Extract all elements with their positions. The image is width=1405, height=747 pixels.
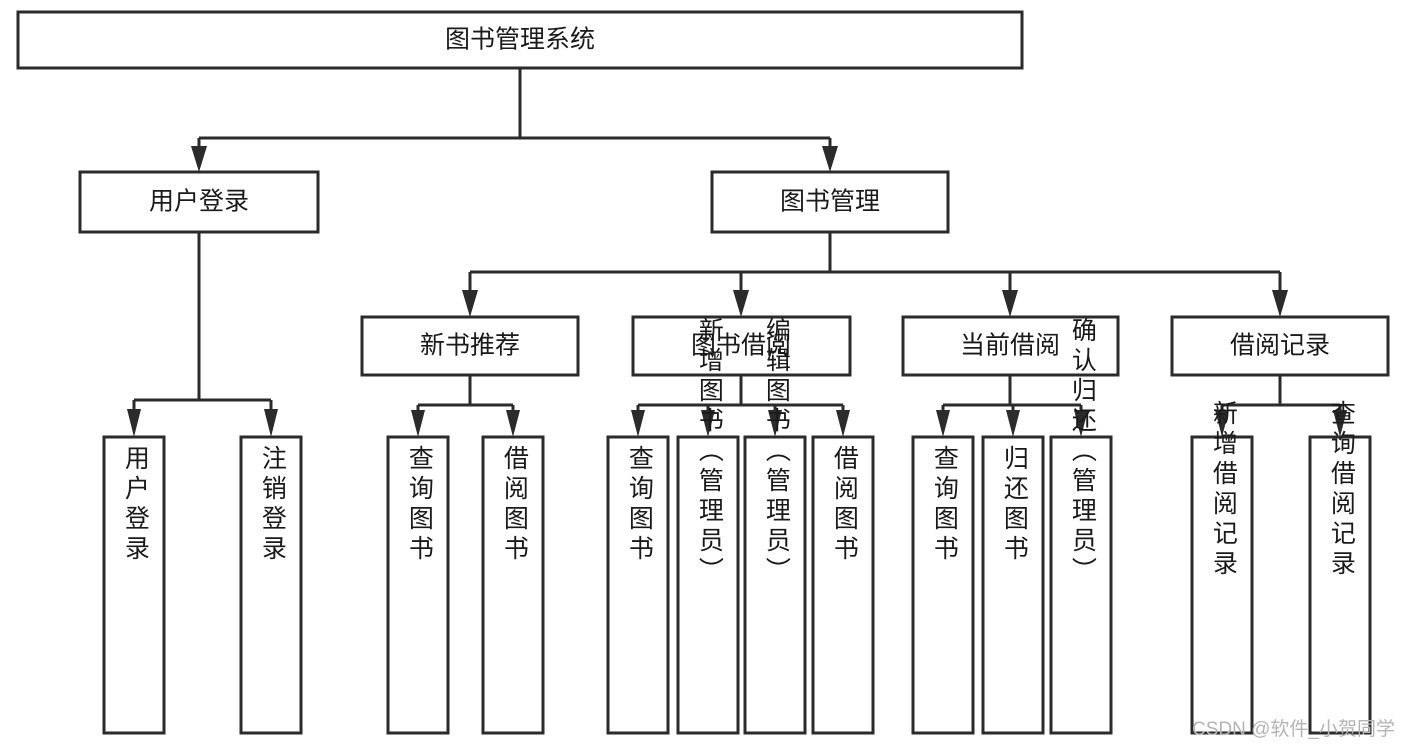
leaf-label-return-book: 归还图书 <box>1000 445 1029 565</box>
arrow-head-leaf-query-book-3 <box>936 410 950 437</box>
arrow-head-leaf-borrow-book-2 <box>836 410 850 437</box>
node-label-new-book-recommendation: 新书推荐 <box>420 332 520 360</box>
arrow-head-leaf-borrow-book-1 <box>506 410 520 437</box>
leaf-label-edit-book-admin: 编辑图书（管理员） <box>762 317 791 587</box>
arrow-head-new-book-rec <box>462 290 478 317</box>
node-label-borrowing-record: 借阅记录 <box>1230 332 1330 360</box>
node-box-new-book-recommendation[interactable] <box>360 315 580 377</box>
node-root-book-management-system[interactable]: 图书管理系统 <box>16 10 1024 70</box>
arrow-head-leaf-add-record <box>1215 410 1229 437</box>
node-label-book-management: 图书管理 <box>780 188 880 216</box>
node-box-book-management[interactable] <box>710 170 950 234</box>
leaf-query-book-under-new-book-rec[interactable]: 查询图书 <box>386 435 450 735</box>
node-label-user-login: 用户登录 <box>149 188 249 216</box>
leaf-borrow-book-under-book-borrowing[interactable]: 借阅图书 <box>811 435 875 735</box>
node-box-user-login[interactable] <box>78 170 320 234</box>
leaf-box-borrow-book-2[interactable] <box>811 435 875 735</box>
node-label-current-borrowing: 当前借阅 <box>960 332 1060 360</box>
leaf-box-query-book-3[interactable] <box>911 435 975 735</box>
leaf-label-user-login: 用户登录 <box>121 445 150 565</box>
leaf-box-query-borrow-record[interactable] <box>1308 435 1372 735</box>
leaf-label-query-book-2: 查询图书 <box>625 445 654 565</box>
node-box-root[interactable] <box>16 10 1024 70</box>
arrow-head-borrow-record <box>1272 290 1288 317</box>
leaf-box-borrow-book-1[interactable] <box>481 435 545 735</box>
leaf-box-query-book-2[interactable] <box>606 435 670 735</box>
leaf-box-edit-book-admin[interactable] <box>743 435 807 735</box>
leaf-box-query-book-1[interactable] <box>386 435 450 735</box>
leaf-box-logout[interactable] <box>239 435 303 735</box>
arrow-head-user-login <box>191 146 207 172</box>
watermark: CSDN @软件_小贺同学 <box>1192 719 1395 740</box>
leaf-edit-book-admin[interactable]: 编辑图书（管理员） <box>743 317 807 735</box>
leaf-add-book-admin[interactable]: 新增图书（管理员） <box>676 317 740 735</box>
leaf-box-add-book-admin[interactable] <box>676 435 740 735</box>
leaf-query-book-under-book-borrowing[interactable]: 查询图书 <box>606 435 670 735</box>
leaf-label-logout: 注销登录 <box>258 445 287 565</box>
arrow-head-leaf-add-book <box>701 410 715 437</box>
arrow-head-leaf-logout <box>264 409 278 437</box>
node-label-root: 图书管理系统 <box>445 26 595 54</box>
arrow-head-current-borrow <box>1002 290 1018 317</box>
node-new-book-recommendation[interactable]: 新书推荐 <box>360 315 580 377</box>
node-user-login[interactable]: 用户登录 <box>78 170 320 234</box>
arrow-head-leaf-query-book-2 <box>631 410 645 437</box>
leaf-box-confirm-return-admin[interactable] <box>1049 435 1113 735</box>
arrow-head-leaf-return-book <box>1006 410 1020 437</box>
node-current-borrowing[interactable]: 当前借阅 <box>901 315 1120 377</box>
leaf-user-login[interactable]: 用户登录 <box>102 435 166 735</box>
leaf-label-borrow-book-2: 借阅图书 <box>830 445 859 565</box>
leaf-borrow-book-under-new-book-rec[interactable]: 借阅图书 <box>481 435 545 735</box>
arrow-head-book-mgmt <box>822 146 838 172</box>
arrow-head-leaf-user-login <box>127 409 141 437</box>
leaf-return-book[interactable]: 归还图书 <box>981 435 1045 735</box>
leaf-label-query-book-1: 查询图书 <box>405 445 434 565</box>
leaf-label-add-borrow-record: 新增借阅记录 <box>1209 400 1238 580</box>
arrow-head-leaf-query-book-1 <box>411 410 425 437</box>
node-box-current-borrowing[interactable] <box>901 315 1120 377</box>
arrow-head-leaf-query-record <box>1333 410 1347 437</box>
leaf-box-return-book[interactable] <box>981 435 1045 735</box>
leaf-label-confirm-return-admin: 确认归还（管理员） <box>1068 317 1097 587</box>
leaf-label-query-book-3: 查询图书 <box>930 445 959 565</box>
leaf-label-query-borrow-record: 查询借阅记录 <box>1327 400 1356 580</box>
leaf-box-add-borrow-record[interactable] <box>1190 435 1254 735</box>
leaf-logout[interactable]: 注销登录 <box>239 435 303 735</box>
leaf-confirm-return-admin[interactable]: 确认归还（管理员） <box>1049 317 1113 735</box>
node-book-management[interactable]: 图书管理 <box>710 170 950 234</box>
node-box-borrowing-record[interactable] <box>1170 315 1390 377</box>
node-box-book-borrowing[interactable] <box>631 315 852 377</box>
leaf-add-borrow-record[interactable]: 新增借阅记录 <box>1190 400 1254 735</box>
arrow-head-leaf-confirm-return <box>1074 410 1088 437</box>
arrow-head-leaf-edit-book <box>768 410 782 437</box>
leaf-query-book-under-current-borrowing[interactable]: 查询图书 <box>911 435 975 735</box>
leaf-query-borrow-record[interactable]: 查询借阅记录 <box>1308 400 1372 735</box>
leaf-box-user-login[interactable] <box>102 435 166 735</box>
node-borrowing-record[interactable]: 借阅记录 <box>1170 315 1390 377</box>
arrow-head-book-borrow <box>733 290 749 317</box>
connector-group <box>127 68 1347 437</box>
leaf-label-add-book-admin: 新增图书（管理员） <box>695 317 724 587</box>
leaf-label-borrow-book-1: 借阅图书 <box>500 445 529 565</box>
node-label-book-borrowing: 图书借阅 <box>691 332 791 360</box>
node-book-borrowing[interactable]: 图书借阅 <box>631 315 852 377</box>
